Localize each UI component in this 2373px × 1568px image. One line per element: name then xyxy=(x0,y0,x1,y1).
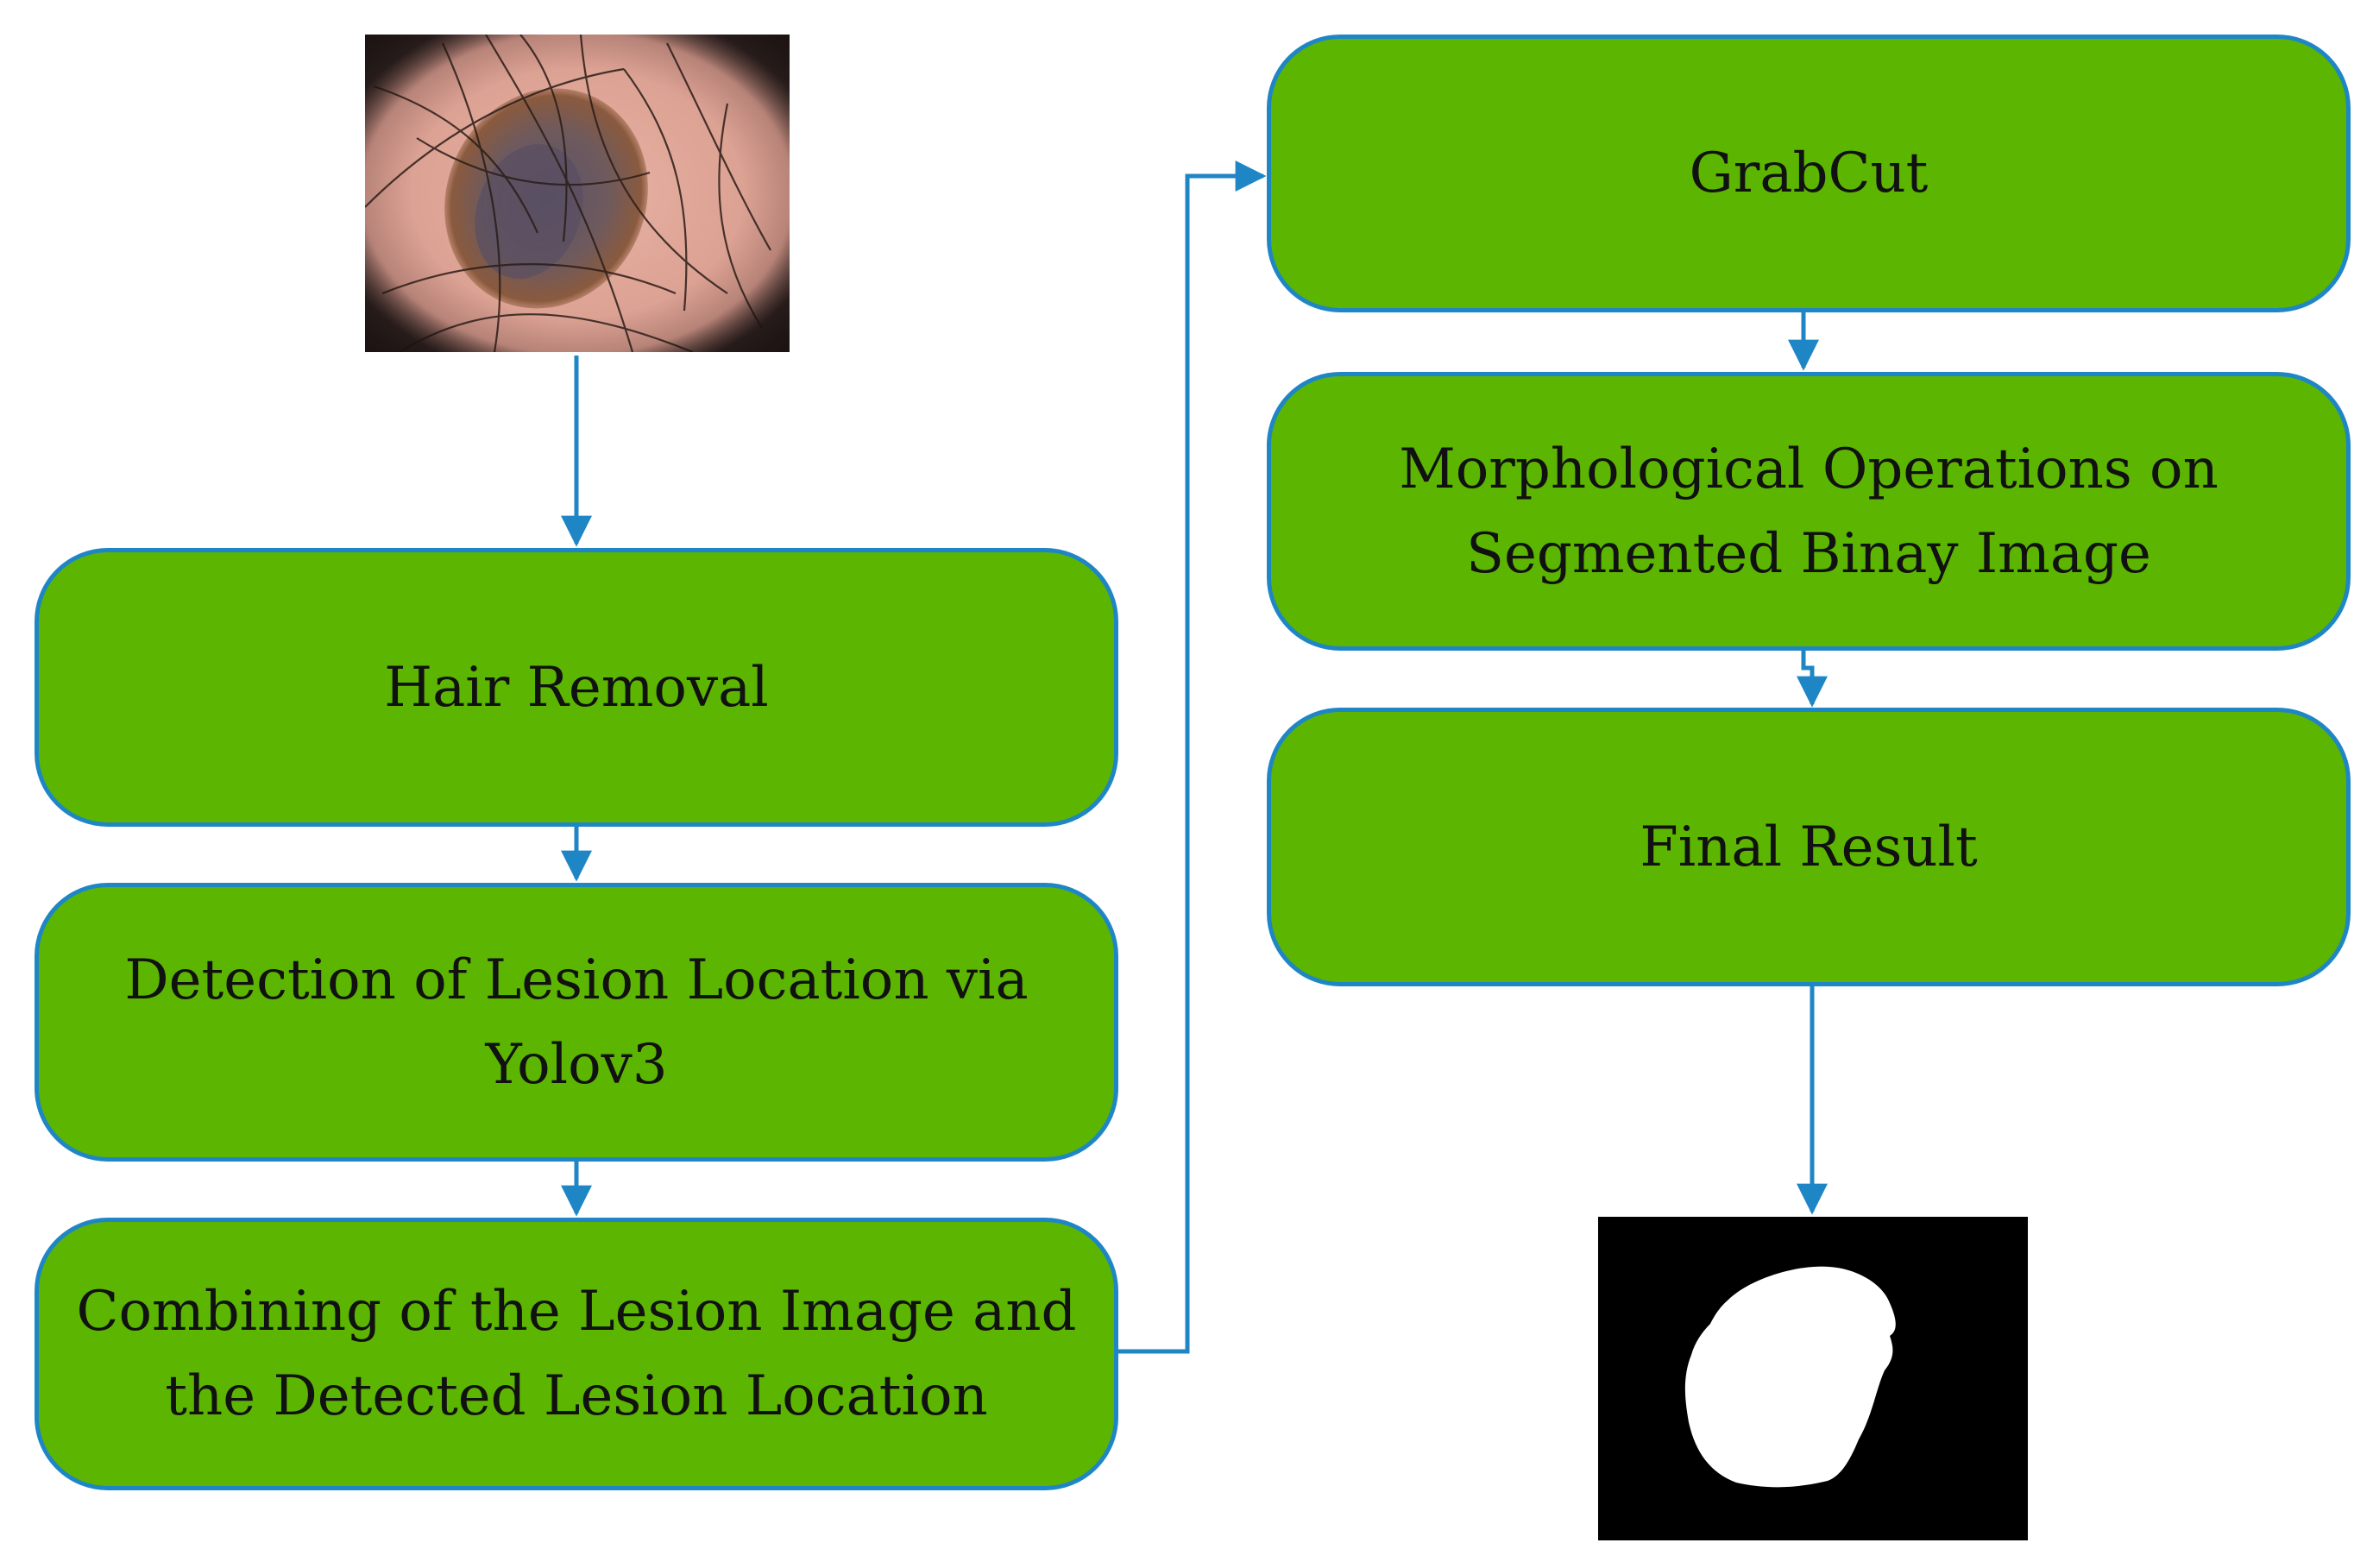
arrow-morphological-to-final-result xyxy=(1797,651,1828,708)
detection-step: Detection of Lesion Location via Yolov3 xyxy=(35,883,1118,1162)
input-lesion-image xyxy=(365,35,790,352)
morphological-step: Morphological Operations on Segmented Bi… xyxy=(1267,372,2351,651)
arrow-combining-to-grabcut xyxy=(1118,161,1267,1354)
detection-label: Detection of Lesion Location via Yolov3 xyxy=(124,948,1029,1097)
hair-removal-label: Hair Removal xyxy=(384,655,769,720)
grabcut-step: GrabCut xyxy=(1267,35,2351,312)
final-result-step: Final Result xyxy=(1267,708,2351,986)
grabcut-label: GrabCut xyxy=(1689,142,1929,205)
combining-step: Combining of the Lesion Image and the De… xyxy=(35,1218,1118,1490)
final-result-label: Final Result xyxy=(1640,815,1978,879)
combining-label: Combining of the Lesion Image and the De… xyxy=(76,1280,1077,1428)
segmented-lesion-region xyxy=(1684,1266,1896,1488)
output-segmentation-mask xyxy=(1598,1217,2028,1540)
hair-removal-step: Hair Removal xyxy=(35,548,1118,827)
morphological-label: Morphological Operations on Segmented Bi… xyxy=(1399,437,2219,586)
